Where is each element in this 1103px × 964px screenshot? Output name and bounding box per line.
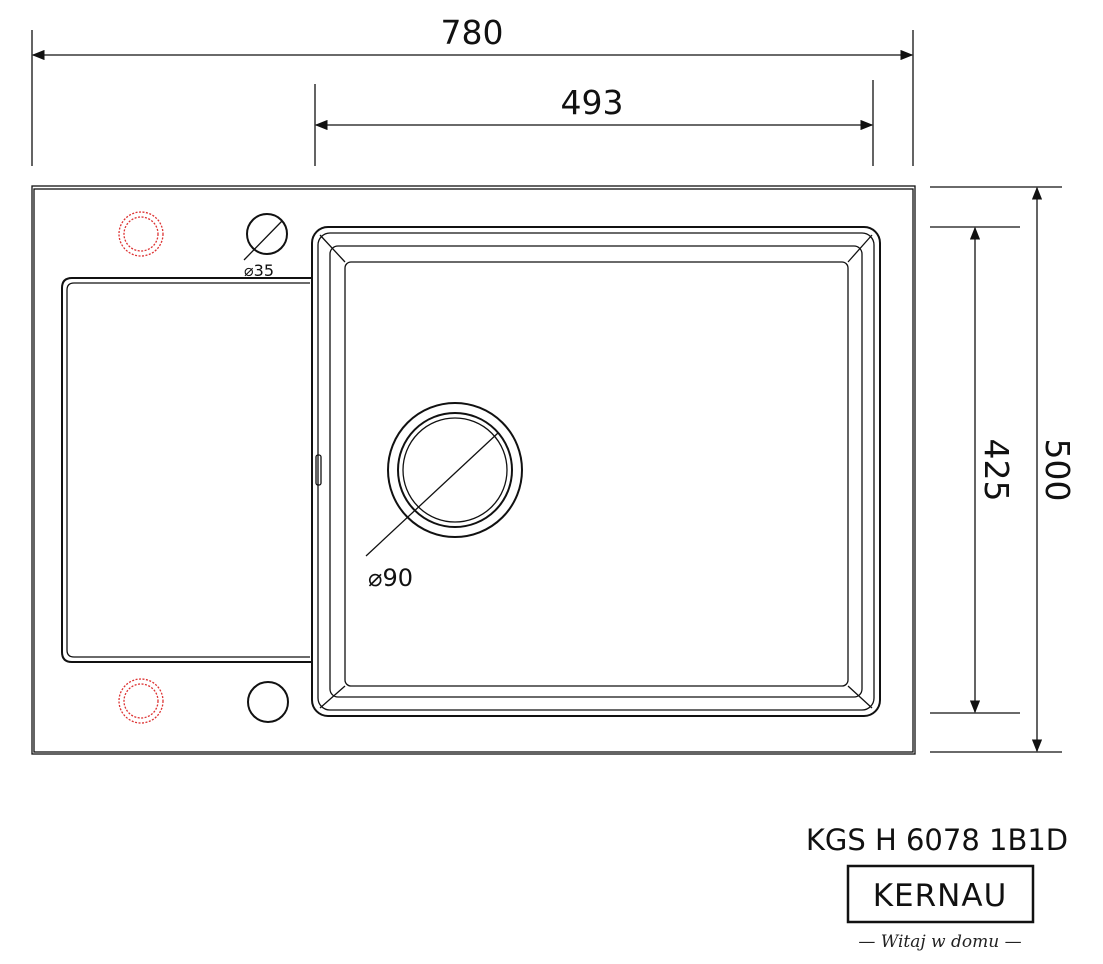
accessory-hole (247, 681, 289, 723)
bowl (311, 226, 881, 717)
dimension-overall-width: 780 (31, 13, 914, 166)
overall-depth-label: 500 (1038, 439, 1077, 502)
drain: ⌀90 (365, 402, 523, 592)
bowl-depth-label: 425 (977, 439, 1016, 502)
tap-hole: ⌀35 (243, 213, 288, 280)
model-number: KGS H 6078 1B1D (806, 823, 1068, 857)
brand-logo: KERNAU — Witaj w domu — (846, 864, 1035, 952)
dimension-bowl-depth: 425 (930, 226, 1020, 714)
brand-tagline: — Witaj w domu — (858, 932, 1021, 952)
drainboard (61, 277, 322, 663)
optional-tap-hole-bottom (118, 678, 164, 724)
overall-width-label: 780 (441, 13, 504, 52)
dimension-bowl-width: 493 (314, 80, 874, 166)
optional-tap-hole-top (118, 211, 164, 257)
dimension-overall-depth: 500 (930, 186, 1077, 753)
bowl-width-label: 493 (561, 83, 624, 122)
brand-name: KERNAU (873, 878, 1008, 914)
sink-outline (31, 185, 916, 755)
tap-hole-diameter-label: ⌀35 (244, 261, 274, 280)
drain-diameter-label: ⌀90 (368, 564, 413, 592)
